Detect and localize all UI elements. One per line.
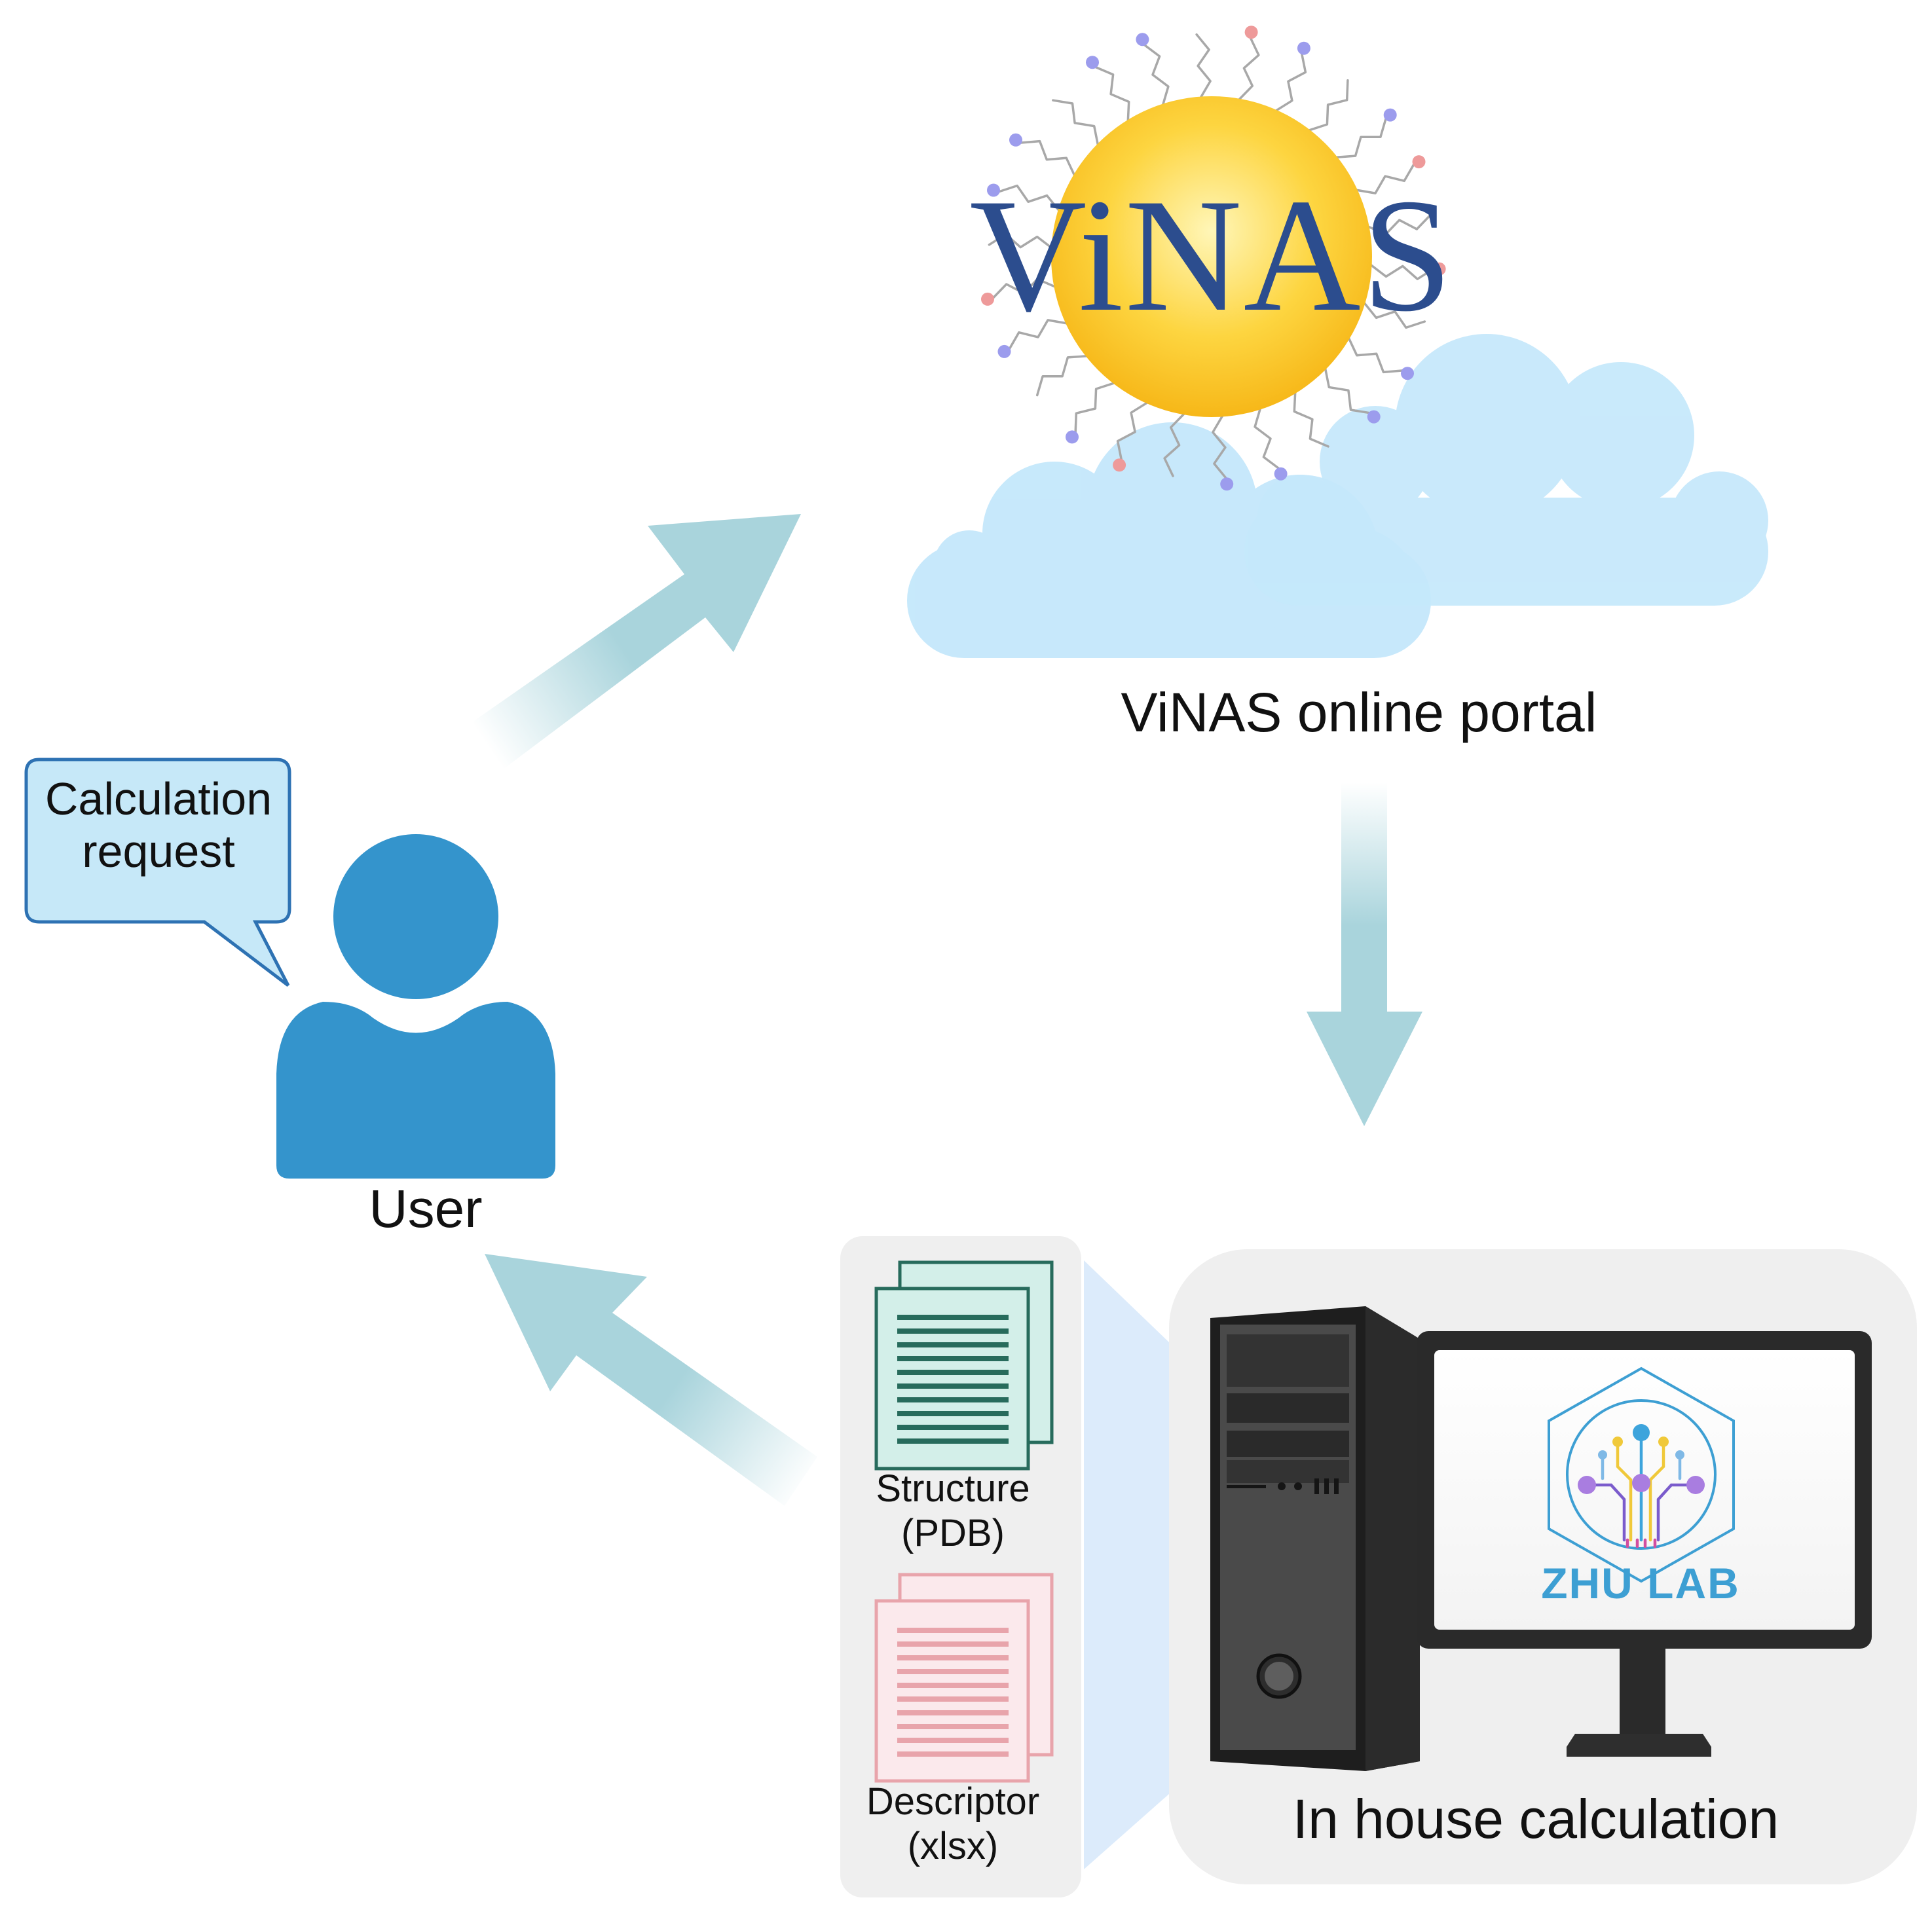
ligand-chain [1035,354,1091,397]
ligand-chain [1364,213,1432,236]
ligand-bead [1274,467,1288,481]
ligand-bead [1220,477,1234,491]
ligand-chain [1361,299,1426,329]
ligand-chain [1142,43,1170,109]
portal-label: ViNAS online portal [1121,682,1597,743]
document-icon [874,1573,1054,1783]
ligand-chain [1212,412,1228,481]
ligand-bead [1383,108,1397,122]
ligand-chain [1195,33,1212,101]
ligand-chain [1352,162,1415,194]
ligand-chain [1272,52,1307,114]
bubble-line-2: request [82,826,235,877]
descriptor-line-2: (xlsx) [907,1825,999,1867]
arrow-icon [1307,782,1422,1126]
ligand-chain [1163,411,1187,477]
user-icon [276,834,555,1179]
ligand-bead [1113,458,1126,472]
speech-bubble-icon [24,758,291,987]
ligand-chain [1116,399,1151,462]
structure-line-1: Structure [876,1467,1030,1510]
file-panel [840,1236,1169,1897]
arrow-portal-to-computer [1307,782,1422,1126]
ligand-chain [992,278,1059,300]
arrow-icon [485,1254,817,1506]
ligand-chain [1293,388,1329,448]
ligand-chain [1074,380,1119,434]
ligand-bead [1009,133,1022,147]
arrow-icon [470,514,801,769]
computer-tower-icon [1210,1306,1420,1771]
ligand-chain [1008,319,1071,351]
ligand-bead [981,292,994,306]
vinas-logo-text: ViNAS [969,165,1454,345]
ligand-chain [1346,334,1405,374]
ligand-bead [1401,367,1414,380]
ligand-chain [1236,36,1260,103]
ligand-bead [997,344,1011,358]
user-label: User [369,1179,483,1239]
ligand-chain [1367,262,1436,280]
sun-molecule-icon [981,26,1446,491]
ligand-chain [1094,65,1130,125]
ligand-bead [1367,410,1381,424]
ligand-bead [1086,56,1099,69]
ligand-chain [1324,365,1371,414]
ligand-chain [997,184,1062,214]
ligand-chain [1332,117,1388,159]
ligand-chain [1018,139,1077,179]
ligand-bead [987,183,1000,197]
ligand-chain [1052,99,1100,149]
structure-line-2: (PDB) [901,1512,1005,1554]
ligand-bead [1244,26,1258,39]
in-house-label: In house calculation [1292,1788,1779,1850]
bubble-line-1: Calculation [45,773,272,824]
ligand-bead [1066,430,1079,444]
ligand-bead [1412,155,1426,169]
arrow-computer-to-user [485,1254,817,1506]
arrow-user-to-portal [470,514,801,769]
ligand-chain [988,233,1056,251]
zhu-lab-logo-text: ZHU LAB [1541,1559,1740,1607]
computer-panel [1169,1249,1917,1884]
circuit-logo-icon [1548,1366,1735,1583]
descriptor-file-label: Descriptor (xlsx) [832,1780,1074,1869]
ligand-bead [1297,41,1310,55]
ligand-chain [1305,79,1349,133]
descriptor-line-1: Descriptor [866,1780,1040,1823]
ligand-bead [1432,262,1446,276]
structure-file-label: Structure (PDB) [832,1467,1074,1556]
cloud-icon [907,334,1768,658]
ligand-chain [1254,405,1281,470]
document-icon [874,1260,1054,1471]
ligand-bead [1136,33,1149,46]
speech-bubble-text: Calculation request [28,773,289,877]
